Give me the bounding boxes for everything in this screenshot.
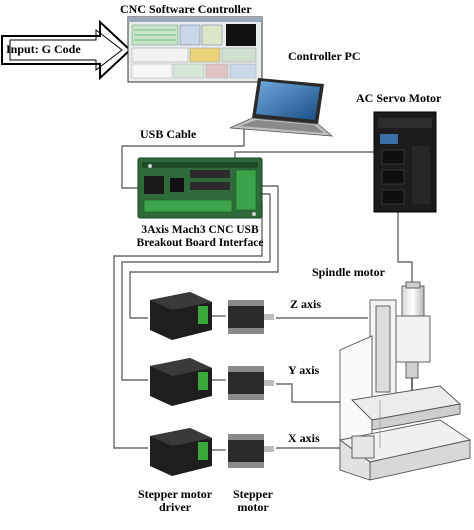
breakout-board-label-line1: 3Axis Mach3 CNC USB (120, 224, 280, 237)
stepper-driver-x-icon (150, 428, 212, 476)
usb-cable-label: USB Cable (140, 128, 196, 141)
stepper-motor-label-line2: motor (218, 501, 288, 514)
breakout-board-label-line2: Breakout Board Interface (120, 237, 280, 250)
cnc-mill-icon (340, 282, 470, 480)
driver-wire-y (122, 194, 270, 380)
stepper-driver-label-line2: driver (130, 501, 220, 514)
input-label: Input: G Code (6, 43, 81, 56)
ac-servo-label: AC Servo Motor (356, 92, 441, 105)
stepper-motor-y-icon (228, 366, 274, 400)
spindle-motor-label: Spindle motor (312, 266, 385, 279)
stepper-driver-y-icon (150, 358, 212, 406)
laptop-icon (230, 78, 332, 136)
cnc-software-label: CNC Software Controller (120, 3, 252, 16)
circuit-board-icon (138, 158, 262, 218)
servo-drive-icon (374, 112, 436, 212)
spindle-wire (398, 212, 412, 286)
controller-pc-label: Controller PC (288, 50, 361, 63)
software-window-icon (128, 17, 262, 82)
stepper-driver-label: Stepper motor driver (130, 488, 220, 514)
y-axis-label: Y axis (288, 364, 319, 377)
x-axis-label: X axis (288, 432, 320, 445)
stepper-motor-z-icon (228, 300, 274, 334)
stepper-motor-label: Stepper motor (218, 488, 288, 514)
z-axis-label: Z axis (290, 298, 321, 311)
breakout-board-label: 3Axis Mach3 CNC USB Breakout Board Inter… (120, 224, 280, 250)
stepper-driver-z-icon (150, 292, 212, 340)
stepper-motor-x-icon (228, 434, 274, 468)
